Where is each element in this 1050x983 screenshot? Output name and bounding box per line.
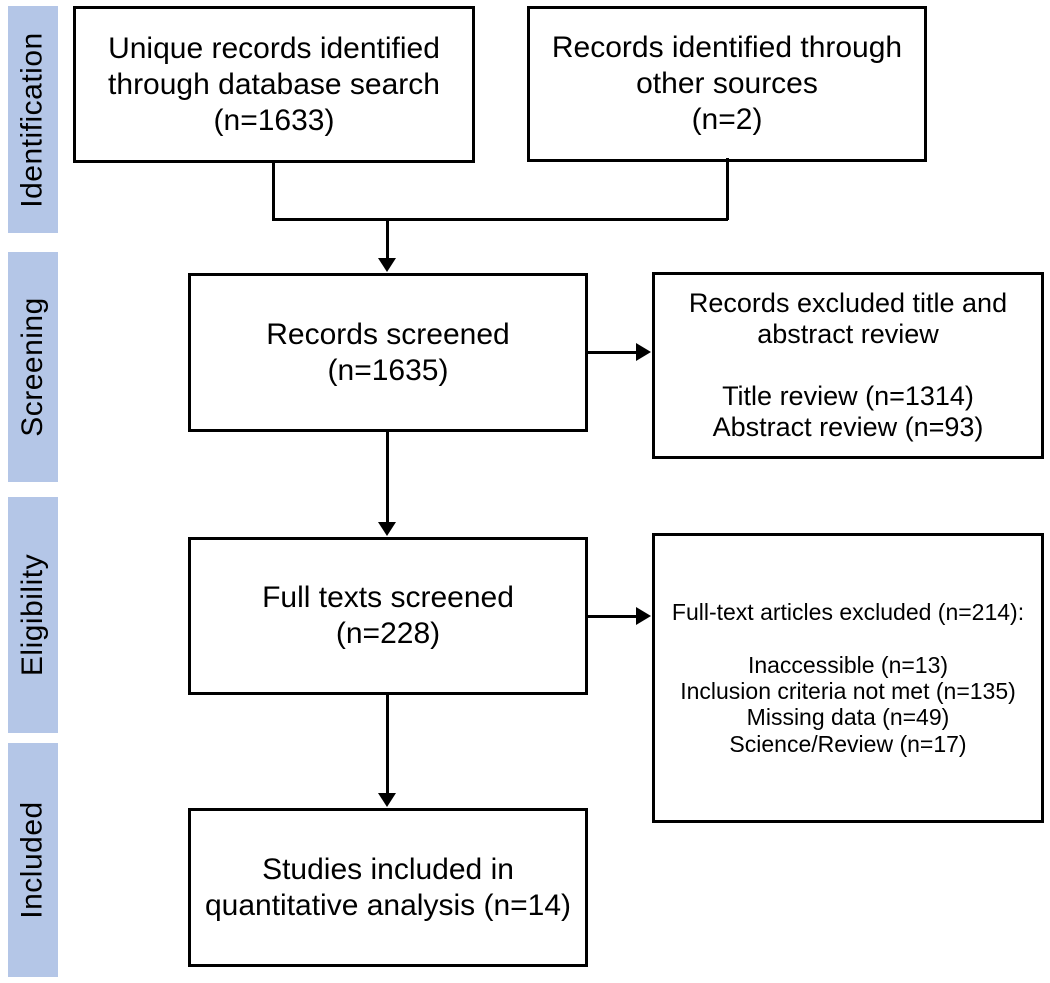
box-fulltext-excluded: Full-text articles excluded (n=214): Ina…: [652, 533, 1044, 823]
connector-left-drop: [272, 161, 275, 220]
box-other-sources-text: Records identified through other sources…: [551, 31, 903, 136]
arrowhead-down-to-screened: [378, 258, 396, 272]
stage-band-eligibility: Eligibility: [8, 497, 58, 733]
connector-merge-arrow-shaft: [386, 218, 389, 260]
stage-band-screening: Screening: [8, 252, 58, 482]
box-studies-included-text: Studies included in quantitative analysi…: [204, 852, 572, 922]
connector-screened-to-fulltext-shaft: [386, 430, 389, 524]
box-fulltext-screened-text: Full texts screened (n=228): [262, 581, 514, 650]
arrowhead-right-to-fulltext-excluded: [636, 607, 651, 625]
arrowhead-right-to-records-excluded: [636, 343, 651, 361]
box-records-excluded-text: Records excluded title and abstract revi…: [688, 287, 1008, 443]
connector-to-fulltext-excluded: [586, 615, 638, 618]
connector-to-records-excluded: [586, 351, 638, 354]
stage-label-identification: Identification: [16, 31, 50, 208]
box-other-sources: Records identified through other sources…: [527, 6, 927, 162]
box-records-screened: Records screened (n=1635): [188, 273, 588, 432]
box-records-screened-text: Records screened (n=1635): [266, 317, 510, 387]
stage-label-included: Included: [16, 801, 49, 919]
connector-right-drop: [726, 158, 729, 220]
stage-label-eligibility: Eligibility: [16, 553, 49, 677]
arrowhead-down-to-included: [378, 793, 396, 807]
arrowhead-down-to-fulltext: [378, 522, 396, 536]
connector-merge-bar: [272, 218, 728, 221]
stage-band-identification: Identification: [8, 6, 58, 233]
box-unique-records-text: Unique records identified through databa…: [108, 31, 440, 137]
box-fulltext-excluded-text: Full-text articles excluded (n=214): Ina…: [671, 598, 1025, 757]
stage-label-screening: Screening: [16, 297, 49, 437]
box-fulltext-screened: Full texts screened (n=228): [188, 537, 588, 695]
stage-band-included: Included: [8, 743, 58, 977]
box-studies-included: Studies included in quantitative analysi…: [188, 808, 588, 967]
box-records-excluded: Records excluded title and abstract revi…: [652, 272, 1044, 459]
connector-fulltext-to-included-shaft: [386, 693, 389, 795]
box-unique-records: Unique records identified through databa…: [73, 6, 475, 163]
